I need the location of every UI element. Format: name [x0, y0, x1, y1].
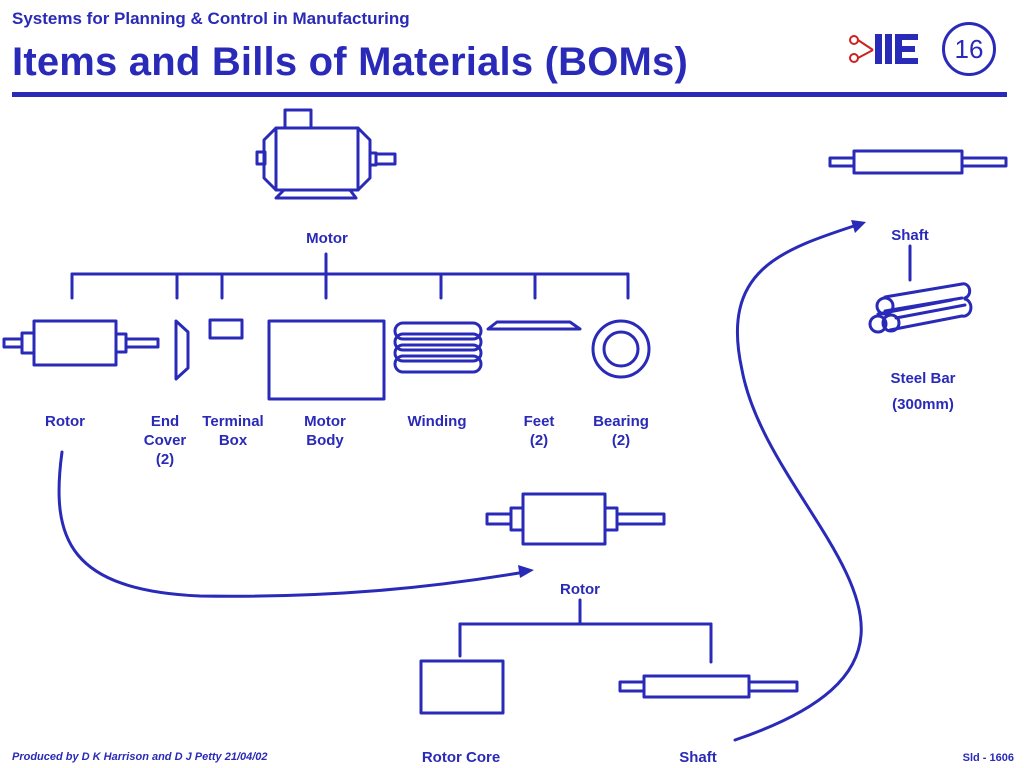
bearing-illustration	[591, 319, 651, 379]
slide-number-badge: 16	[942, 22, 996, 76]
component-label-motor-body: Motor Body	[304, 413, 346, 449]
motor-body-illustration	[267, 319, 386, 401]
steel-bar-label: Steel Bar	[890, 370, 956, 387]
rotor-illustration-mid	[485, 492, 666, 546]
steel-bar-illustration	[868, 282, 973, 334]
component-label-bearing: Bearing (2)	[593, 413, 649, 449]
component-label-end-cover: End Cover (2)	[143, 413, 187, 468]
iie-logo	[849, 34, 918, 64]
rotor-link-curve	[57, 450, 527, 598]
end-cover-illustration	[174, 319, 190, 381]
component-label-feet: Feet (2)	[523, 413, 555, 449]
component-label-terminal-box: Terminal Box	[202, 413, 264, 449]
footer-credit: Produced by D K Harrison and D J Petty 2…	[12, 751, 268, 763]
rotor-sub-label: Rotor	[560, 581, 600, 598]
shaft-illustration-top	[828, 149, 1008, 175]
motor-bom-tree	[70, 252, 630, 300]
rotor-core-label: Rotor Core	[421, 749, 501, 766]
shaft-link-curve	[733, 222, 863, 742]
motor-label: Motor	[306, 230, 348, 247]
component-label-winding: Winding	[407, 413, 467, 430]
presentation-subtitle: Systems for Planning & Control in Manufa…	[12, 9, 410, 28]
feet-illustration	[486, 320, 582, 331]
rotor-arrowhead	[518, 565, 534, 578]
slide-title: Items and Bills of Materials (BOMs)	[12, 40, 689, 84]
rotor-bom-tree	[458, 598, 713, 664]
motor-illustration	[255, 108, 397, 200]
component-label-rotor: Rotor	[45, 413, 85, 430]
rotor-illustration-top	[2, 319, 160, 367]
rotor-core-illustration	[419, 659, 505, 715]
slide-code: Sld - 1606	[962, 752, 1014, 764]
shaft-illustration-bottom	[618, 674, 799, 699]
shaft-top-label: Shaft	[891, 227, 929, 244]
winding-illustration	[393, 321, 483, 374]
shaft-arrowhead	[851, 220, 866, 233]
steel-bar-size-label: (300mm)	[892, 396, 954, 413]
terminal-box-illustration	[208, 318, 244, 340]
shaft-bottom-label: Shaft	[679, 749, 717, 766]
title-underline	[12, 92, 1007, 97]
